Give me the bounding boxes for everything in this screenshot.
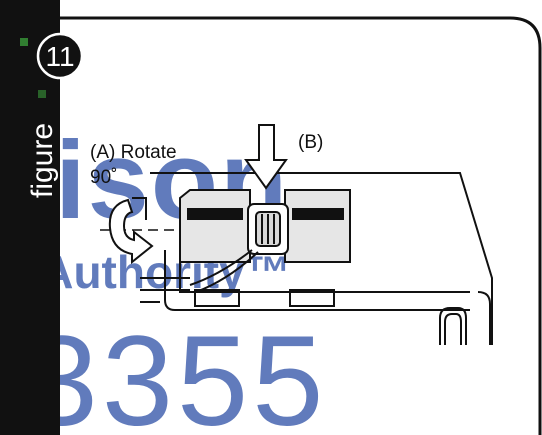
left-block: [179, 189, 251, 263]
equipment-drawing: [140, 172, 493, 345]
rotate-arrow-icon: [108, 197, 154, 265]
label-a-line2: 90˚: [90, 167, 117, 188]
figure-frame: [60, 16, 542, 435]
step-badge: [36, 32, 84, 80]
side-label: figure: [26, 123, 59, 198]
step-number: 11: [45, 41, 74, 72]
label-b: (B): [298, 132, 323, 153]
label-a-line1: (A) Rotate: [90, 142, 177, 163]
coupling: [189, 203, 289, 293]
right-block: [284, 189, 351, 263]
press-down-arrow-icon: [244, 124, 288, 190]
